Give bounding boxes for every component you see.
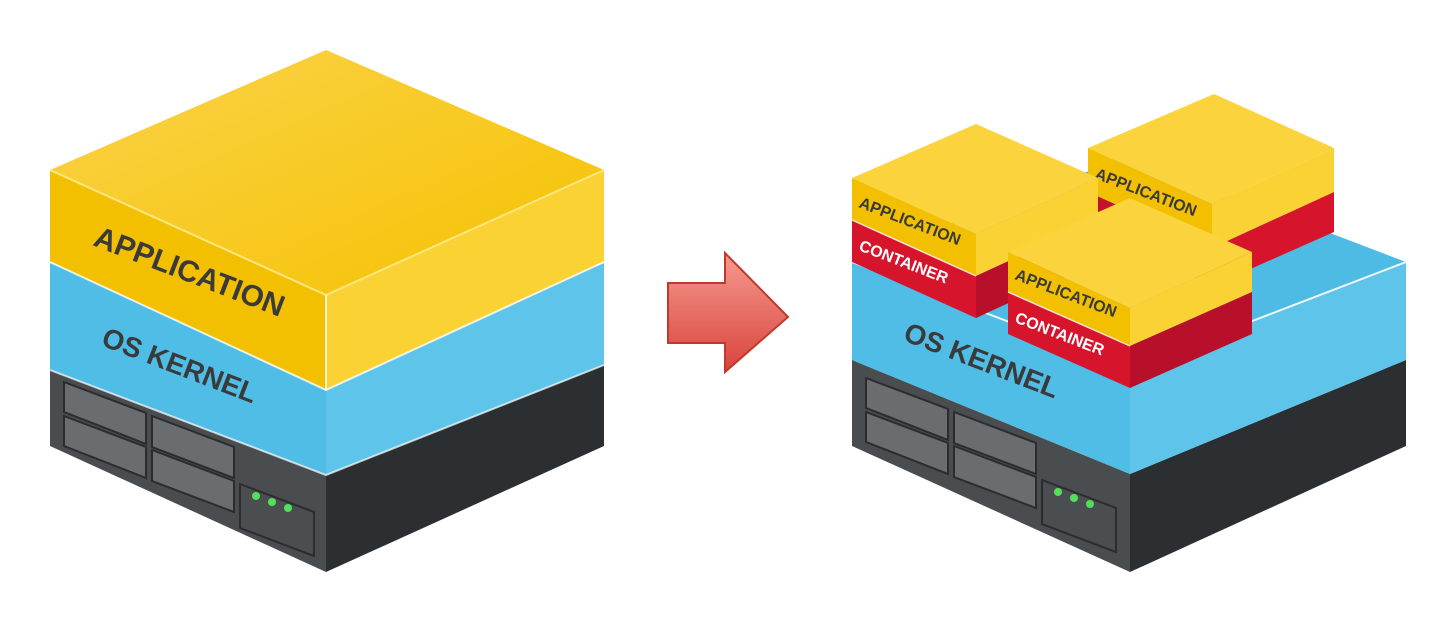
left-os-kernel-layer: OS KERNEL [49,261,605,477]
led-icon [268,498,276,506]
left-application-layer: APPLICATION [49,50,605,392]
transition-arrow-icon [667,250,790,375]
led-icon [284,504,292,512]
led-icon [252,492,260,500]
right-server [852,360,1406,572]
left-stack: OS KERNEL APPLICATION [49,50,605,572]
right-drive-bays [865,376,1117,554]
led-icon [1054,488,1062,496]
led-icon [1070,494,1078,502]
right-stack: OS KERNEL APPLICATION APPLICATION CONTAI… [851,94,1407,572]
led-icon [1086,500,1094,508]
left-drive-bays [63,380,315,558]
